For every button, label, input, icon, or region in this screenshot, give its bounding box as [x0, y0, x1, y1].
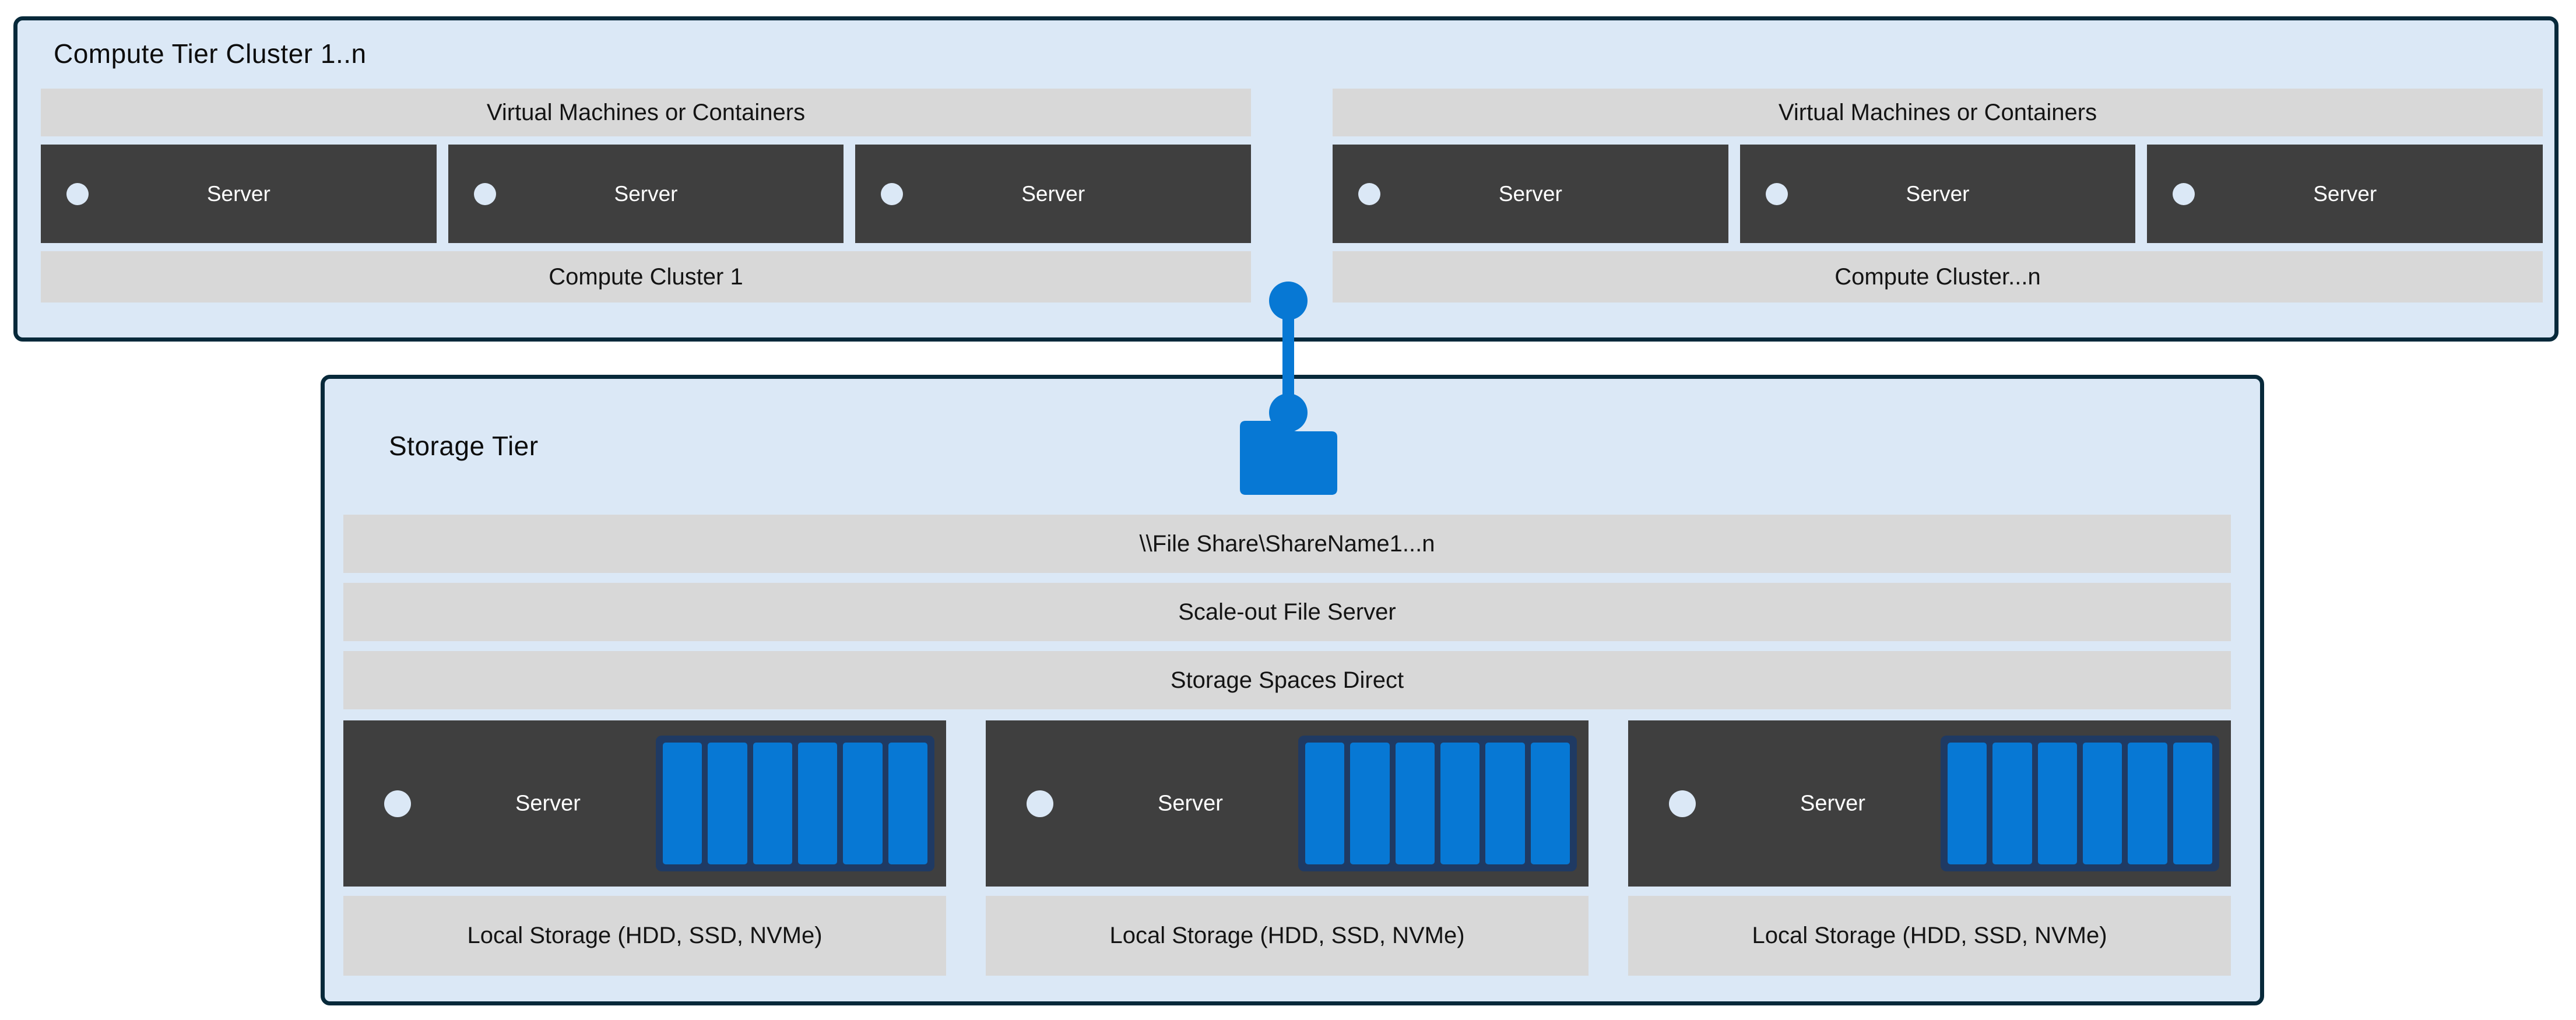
disk-icon — [2128, 743, 2167, 864]
compute-cluster-n: Virtual Machines or Containers Server Se… — [1333, 89, 2543, 303]
storage-server-node: Server — [343, 720, 946, 887]
storage-server-row: Server Server — [343, 720, 2231, 887]
disk-icon — [663, 743, 702, 864]
disk-icon — [1440, 743, 1480, 864]
disk-icon — [1485, 743, 1525, 864]
server-label: Server — [1800, 791, 1865, 815]
scale-out-file-server-bar: Scale-out File Server — [343, 583, 2231, 641]
server-label: Server — [1158, 791, 1223, 815]
local-storage-bar: Local Storage (HDD, SSD, NVMe) — [1628, 896, 2231, 976]
disk-array — [1941, 736, 2219, 871]
server-label: Server — [1498, 181, 1562, 206]
storage-server-node: Server — [986, 720, 1589, 887]
disk-icon — [708, 743, 747, 864]
compute-cluster-1: Virtual Machines or Containers Server Se… — [41, 89, 1252, 303]
disk-icon — [843, 743, 883, 864]
server-node: Server — [855, 145, 1252, 243]
server-label: Server — [2313, 181, 2377, 206]
local-storage-bar: Local Storage (HDD, SSD, NVMe) — [986, 896, 1589, 976]
disk-icon — [2173, 743, 2212, 864]
storage-spaces-direct-bar: Storage Spaces Direct — [343, 651, 2231, 709]
storage-tier-title: Storage Tier — [389, 431, 539, 461]
connector-line — [1282, 298, 1294, 414]
disk-icon — [2037, 743, 2077, 864]
power-led-icon — [881, 182, 904, 205]
disk-icon — [2082, 743, 2122, 864]
storage-server-node: Server — [1628, 720, 2231, 887]
server-row: Server Server Server — [41, 145, 1252, 243]
power-led-icon — [66, 182, 89, 205]
server-label: Server — [1906, 181, 1970, 206]
disk-icon — [1948, 743, 1987, 864]
server-node: Server — [448, 145, 844, 243]
power-led-icon — [1765, 182, 1788, 205]
server-row: Server Server Server — [1333, 145, 2543, 243]
server-label: Server — [1021, 181, 1085, 206]
connector-dot-top — [1269, 282, 1308, 320]
server-node: Server — [41, 145, 437, 243]
disk-array — [1298, 736, 1577, 871]
server-label: Server — [206, 181, 270, 206]
power-led-icon — [473, 182, 496, 205]
power-led-icon — [1027, 790, 1053, 817]
server-node: Server — [1739, 145, 2136, 243]
local-storage-bar: Local Storage (HDD, SSD, NVMe) — [343, 896, 946, 976]
disk-icon — [1350, 743, 1390, 864]
disk-icon — [1530, 743, 1570, 864]
disk-icon — [888, 743, 927, 864]
compute-clusters-row: Virtual Machines or Containers Server Se… — [41, 89, 2543, 303]
disk-icon — [1305, 743, 1345, 864]
local-storage-row: Local Storage (HDD, SSD, NVMe) Local Sto… — [343, 896, 2231, 976]
compute-tier-title: Compute Tier Cluster 1..n — [54, 38, 367, 69]
server-label: Server — [614, 181, 678, 206]
disk-icon — [1992, 743, 2032, 864]
disk-icon — [753, 743, 792, 864]
power-led-icon — [2173, 182, 2195, 205]
power-led-icon — [384, 790, 411, 817]
compute-tier-box: Compute Tier Cluster 1..n Virtual Machin… — [13, 16, 2559, 342]
server-label: Server — [515, 791, 581, 815]
server-node: Server — [1333, 145, 1728, 243]
disk-icon — [1395, 743, 1435, 864]
folder-icon — [1240, 421, 1337, 495]
compute-cluster-1-bar: Compute Cluster 1 — [41, 251, 1251, 303]
compute-cluster-n-bar: Compute Cluster...n — [1333, 251, 2543, 303]
disk-icon — [797, 743, 838, 864]
storage-tier-box: Storage Tier \\File Share\ShareName1...n… — [321, 375, 2264, 1005]
file-share-bar: \\File Share\ShareName1...n — [343, 515, 2231, 573]
server-node: Server — [2147, 145, 2543, 243]
power-led-icon — [1669, 790, 1696, 817]
disk-array — [656, 736, 934, 871]
vm-containers-bar: Virtual Machines or Containers — [1333, 89, 2543, 136]
power-led-icon — [1358, 182, 1380, 205]
vm-containers-bar: Virtual Machines or Containers — [41, 89, 1251, 136]
